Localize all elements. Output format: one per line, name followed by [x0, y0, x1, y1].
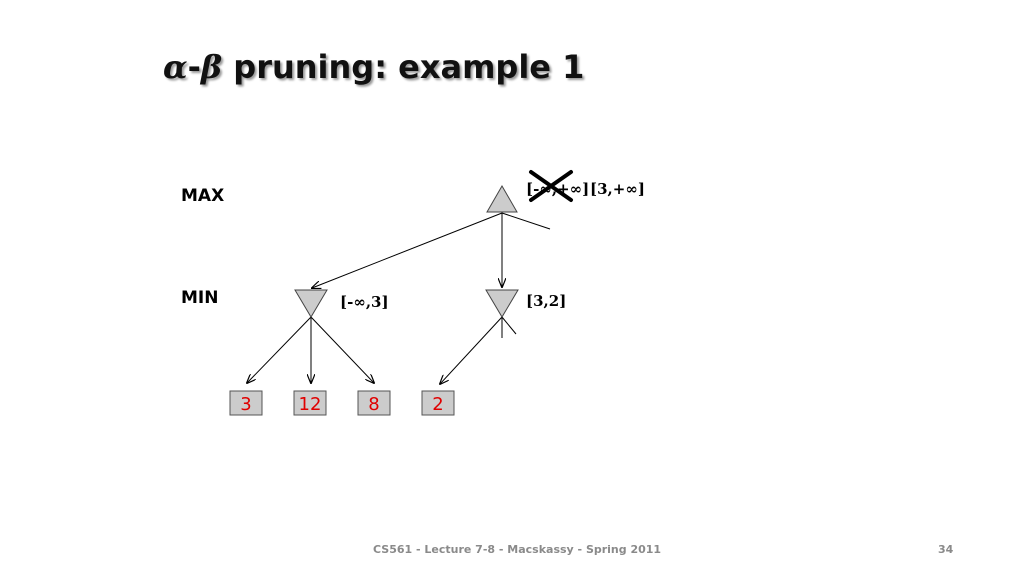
edge-root-pruned-stub — [501, 212, 551, 230]
min-node-left — [294, 289, 328, 318]
leaf-value: 12 — [299, 394, 322, 415]
leaf-value: 3 — [240, 394, 251, 415]
leaf-value: 2 — [432, 394, 443, 415]
slide-title: α-β pruning: example 1 — [163, 48, 584, 98]
leaf-node: 8 — [357, 390, 391, 416]
title-text: pruning: example 1 — [222, 48, 585, 86]
slide-footer: CS561 - Lecture 7-8 - Macskassy - Spring… — [373, 543, 662, 556]
title-dash: - — [187, 48, 201, 86]
min-right-interval: [3,2] — [526, 292, 566, 310]
leaf-node: 12 — [293, 390, 327, 416]
title-beta: β — [200, 48, 223, 86]
edge-min-right-pruned-stub-2 — [501, 316, 517, 335]
strike-out-mark — [529, 170, 573, 202]
root-new-interval: [3,+∞] — [590, 180, 645, 198]
min-left-interval: [-∞,3] — [340, 293, 389, 311]
edge-root-to-min-left — [312, 212, 503, 288]
leaf-node: 2 — [421, 390, 455, 416]
edge-min-left-to-leaf-8 — [310, 316, 374, 383]
max-level-label: MAX — [181, 186, 225, 206]
max-node-root — [486, 184, 518, 213]
min-level-label: MIN — [181, 288, 219, 308]
min-node-right — [485, 289, 519, 318]
title-alpha: α — [163, 48, 188, 86]
leaf-value: 8 — [368, 394, 379, 415]
page-number: 34 — [938, 543, 954, 556]
leaf-node: 3 — [229, 390, 263, 416]
edge-min-left-to-leaf-3 — [247, 316, 312, 383]
edge-min-right-to-leaf-2 — [440, 316, 503, 384]
